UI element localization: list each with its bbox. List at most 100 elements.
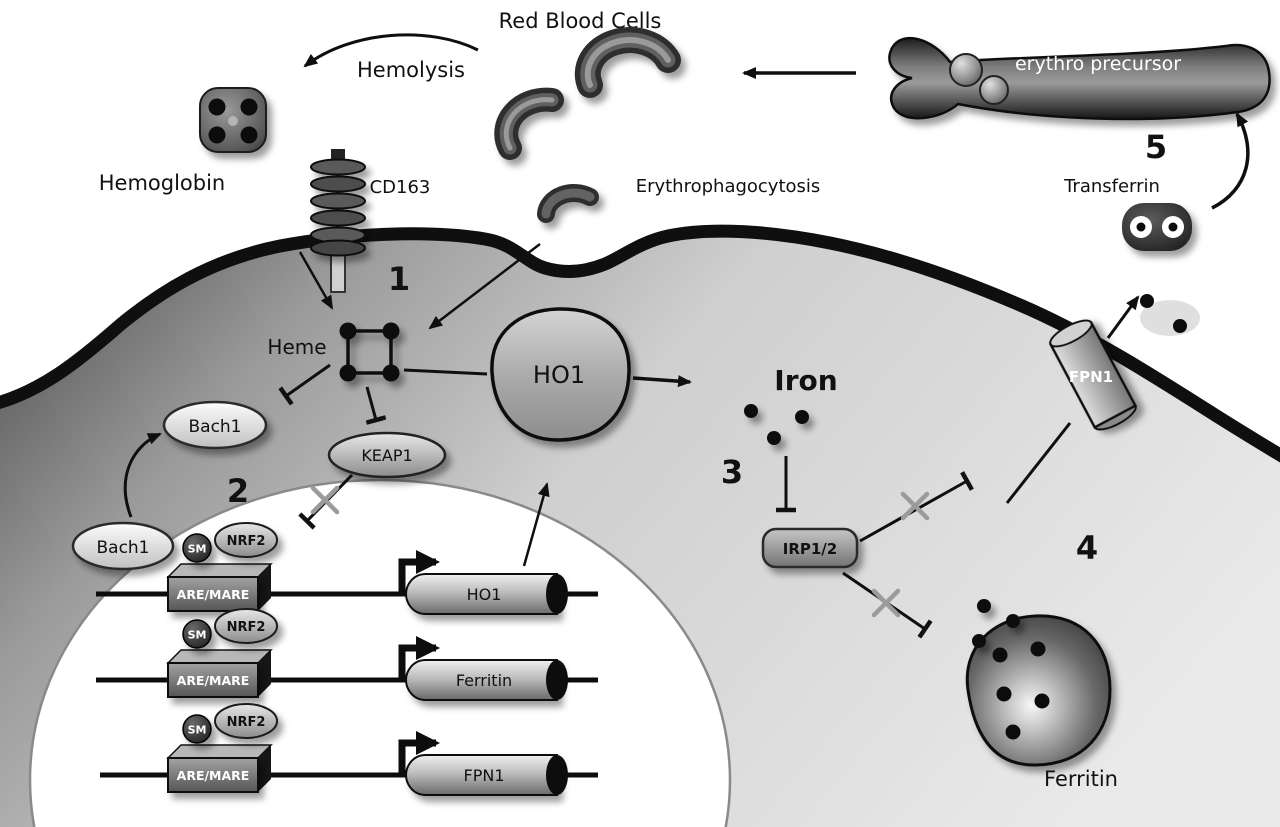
irp-label: IRP1/2 xyxy=(783,540,837,558)
iron-atom xyxy=(1136,222,1146,232)
transferrin-to-bone-arrow xyxy=(1211,112,1250,210)
irp-box xyxy=(761,527,859,569)
erythroid-precursor-cell xyxy=(949,53,983,87)
irp-inhibits-fpn1 xyxy=(859,471,974,543)
rbc-icon xyxy=(574,27,681,98)
nrf2-label: NRF2 xyxy=(227,620,266,635)
transcription-start-arrow xyxy=(398,636,440,682)
gene-cylinder-cap xyxy=(546,755,568,795)
iron-atom xyxy=(1168,222,1178,232)
heme-to-ho1-line xyxy=(403,368,488,376)
cd163-tip xyxy=(331,149,345,161)
bach1-nucleus-ellipse xyxy=(71,521,175,571)
heme-icon xyxy=(339,322,400,382)
hemoglobin-label: Hemoglobin xyxy=(99,171,226,195)
cd163-coil xyxy=(310,158,366,257)
nrf2-protein xyxy=(214,608,278,644)
gene-cylinder xyxy=(404,659,558,701)
heme-inhibits-keap1 xyxy=(365,386,387,425)
promoter-box-side xyxy=(258,745,271,792)
heme-dot xyxy=(208,126,226,144)
hemoglobin-center xyxy=(228,116,238,126)
fpn1-transporter: FPN1 xyxy=(1048,295,1140,431)
gene-cylinder-cap xyxy=(546,660,568,700)
heme-label: Heme xyxy=(267,335,326,359)
ferritin-label: Ferritin xyxy=(1044,767,1118,791)
step-3-label: 3 xyxy=(721,453,743,491)
phagocytosis-to-heme-arrow xyxy=(428,243,541,330)
iron-dot xyxy=(972,634,986,648)
smaf-protein xyxy=(182,714,212,744)
smaf-label: SM xyxy=(188,724,207,737)
nucleus-region: Bach1 ARE/MARE SM NRF2 HO1 ARE/MARE xyxy=(71,432,598,796)
cytoplasm-region: 1 2 3 4 Heme HO1 Iron xyxy=(162,243,1140,791)
ho1-to-iron-arrow xyxy=(632,375,692,388)
iron-dot xyxy=(1005,724,1021,740)
gene-cylinder-cap xyxy=(546,574,568,614)
promoter-box-top xyxy=(166,563,273,578)
iron-dot xyxy=(977,599,991,613)
nrf2-protein xyxy=(214,703,278,739)
smaf-protein xyxy=(182,619,212,649)
gene-label: HO1 xyxy=(467,585,502,604)
heme-inhibits-bach1 xyxy=(278,363,331,406)
step-5-label: 5 xyxy=(1145,128,1167,166)
gene-cylinder xyxy=(404,573,558,615)
smaf-label: SM xyxy=(188,543,207,556)
iron-dot xyxy=(1030,641,1046,657)
step-2-label: 2 xyxy=(227,472,249,510)
bach1-cytoplasm-ellipse xyxy=(162,400,268,450)
bach1-nucleus-label: Bach1 xyxy=(96,538,149,558)
iron-dot xyxy=(1173,319,1187,333)
fpn1-export-arrow xyxy=(1106,295,1140,339)
iron-dot xyxy=(1006,614,1020,628)
hemolysis-label: Hemolysis xyxy=(357,58,465,82)
gene-row-fpn1: ARE/MARE SM NRF2 FPN1 xyxy=(100,703,598,796)
promoter-box xyxy=(167,662,259,698)
bach1-cytoplasm-label: Bach1 xyxy=(188,417,241,437)
exported-iron-dots xyxy=(1140,294,1200,336)
hemoglobin-icon xyxy=(199,87,267,153)
promoter-box-side xyxy=(258,564,271,611)
promoter-box xyxy=(167,576,259,612)
iron-dot xyxy=(1034,693,1050,709)
cd163-to-heme-arrow xyxy=(298,251,334,310)
bone-erythro-precursor: erythro precursor xyxy=(888,36,1271,121)
rbc-icon xyxy=(537,184,599,223)
gene-label: FPN1 xyxy=(464,766,505,785)
smaf-label: SM xyxy=(188,629,207,642)
bone-icon xyxy=(888,36,1271,121)
transferrin-label: Transferrin xyxy=(1063,176,1160,197)
iron-dot xyxy=(996,686,1012,702)
ho1-enzyme-label: HO1 xyxy=(533,361,585,389)
transferrin-icon xyxy=(1122,203,1192,251)
extracellular-region: Red Blood Cells Hemolysis Hemoglobin Ery… xyxy=(99,9,1271,336)
rbc-icon xyxy=(494,87,564,160)
smaf-protein xyxy=(182,533,212,563)
heme-dot xyxy=(240,126,258,144)
hemolysis-arrow xyxy=(303,33,479,68)
nrf2-protein xyxy=(214,522,278,558)
iron-dot xyxy=(744,404,758,418)
cd163-label: CD163 xyxy=(370,177,431,198)
iron-dots-near-ferritin xyxy=(972,599,1020,648)
iron-dot xyxy=(992,647,1008,663)
step-1-label: 1 xyxy=(388,260,410,298)
transcription-start-arrow xyxy=(398,731,440,777)
step-4-label: 4 xyxy=(1076,529,1098,567)
fpn1-transporter-label: FPN1 xyxy=(1069,368,1113,386)
cd163-receptor-icon xyxy=(310,149,366,293)
promoter-box-top xyxy=(166,649,273,664)
promoter-box-side xyxy=(258,650,271,697)
keap1-label: KEAP1 xyxy=(361,446,412,465)
promoter-label: ARE/MARE xyxy=(177,673,250,688)
iron-dot xyxy=(1140,294,1154,308)
gene-row-ferritin: ARE/MARE SM NRF2 Ferritin xyxy=(96,608,598,701)
iron-dots xyxy=(744,404,809,445)
line-to-fpn1 xyxy=(1005,422,1072,504)
iron-dot xyxy=(795,410,809,424)
heme-dot xyxy=(240,98,258,116)
iron-label: Iron xyxy=(774,364,837,397)
